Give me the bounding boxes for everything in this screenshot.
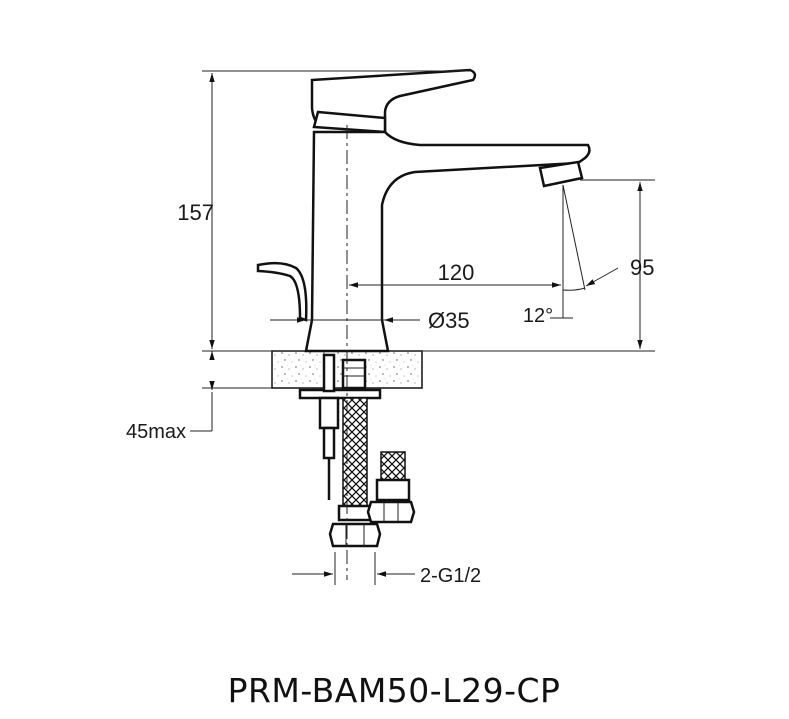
dimension-max-thickness: 45max <box>126 351 215 443</box>
dimension-connection: 2-G1/2 <box>292 552 481 587</box>
braided-hose-right <box>366 451 416 524</box>
countertop <box>202 350 655 389</box>
dimension-angle-12: 12° <box>523 184 619 327</box>
model-code: PRM-BAM50-L29-CP <box>228 671 561 710</box>
dim-max-thickness-label: 45max <box>126 421 186 443</box>
dimension-diameter-35: Ø35 <box>270 308 470 333</box>
dim-diameter-label: Ø35 <box>428 308 470 333</box>
dimension-reach-120: 120 <box>349 185 564 318</box>
dimension-height-95: 95 <box>580 179 655 349</box>
dim-reach-label: 120 <box>438 260 475 285</box>
dim-spout-height-label: 95 <box>630 255 654 280</box>
braided-hose-left <box>328 397 382 548</box>
dim-angle-label: 12° <box>523 305 553 327</box>
dimension-height-157: 157 <box>177 70 470 349</box>
dim-connection-label: 2-G1/2 <box>420 565 481 587</box>
mounting-hardware <box>298 353 382 500</box>
dim-height-label: 157 <box>177 200 214 225</box>
faucet-body <box>256 68 591 353</box>
